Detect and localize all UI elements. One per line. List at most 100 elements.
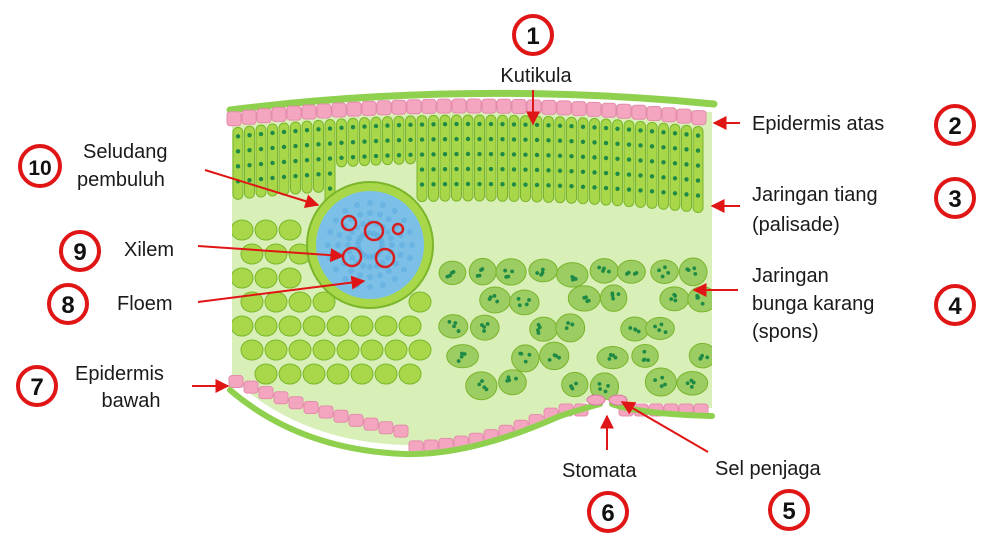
upper-epidermis-cell	[661, 107, 677, 123]
chloroplast	[592, 125, 597, 130]
chloroplast	[488, 166, 494, 172]
chloroplast	[649, 159, 655, 164]
chloroplast	[454, 166, 459, 172]
chloroplast	[663, 382, 667, 387]
svg-text:6: 6	[601, 500, 614, 527]
chloroplast	[419, 122, 425, 127]
phloem-cell	[348, 267, 355, 274]
chloroplast	[592, 170, 597, 175]
lower-epidermis	[227, 375, 715, 458]
phloem-cell	[336, 232, 343, 239]
chloroplast	[419, 137, 425, 142]
svg-text:7: 7	[30, 374, 43, 401]
phloem-cell	[367, 264, 373, 270]
chloroplast	[569, 184, 574, 189]
upper-epidermis-cell	[616, 103, 632, 119]
chloroplast	[506, 375, 511, 380]
chloroplast	[569, 139, 574, 144]
chloroplast	[626, 142, 632, 147]
chloroplast	[659, 384, 664, 389]
phloem-cell	[379, 259, 386, 266]
arrow-seludang	[204, 169, 320, 208]
badge-4: 4	[934, 284, 976, 326]
chloroplast	[527, 352, 532, 357]
phloem-cell	[400, 266, 407, 273]
upper-epidermis-cell	[466, 98, 482, 114]
chloroplast	[684, 162, 689, 167]
chloroplast	[569, 154, 574, 159]
upper-epidermis-cell	[481, 98, 497, 114]
svg-text:8: 8	[61, 292, 74, 319]
upper-epidermis-cell	[541, 99, 557, 115]
chloroplast	[431, 182, 436, 187]
phloem-cell	[376, 211, 383, 218]
chloroplast	[586, 298, 591, 303]
chloroplast	[511, 137, 517, 142]
chloroplast	[510, 269, 515, 274]
chloroplast	[557, 183, 563, 188]
chloroplast	[442, 136, 448, 142]
chloroplast	[523, 167, 528, 172]
palisade-cell	[600, 118, 612, 206]
upper-epidermis-cell	[361, 100, 377, 116]
chloroplast	[270, 175, 275, 181]
chloroplast	[661, 190, 666, 195]
palisade-cell	[623, 120, 635, 208]
phloem-cell	[391, 275, 398, 282]
svg-text:5: 5	[782, 498, 795, 525]
chloroplast	[495, 299, 500, 304]
chloroplast	[453, 321, 458, 325]
chloroplast	[442, 166, 448, 172]
upper-epidermis-cell	[286, 105, 302, 121]
chloroplast	[597, 381, 602, 386]
upper-epidermis-cell	[391, 99, 407, 115]
chloroplast	[636, 329, 641, 334]
chloroplast	[507, 378, 512, 383]
upper-epidermis-cell	[436, 98, 452, 114]
spongy-cell	[465, 371, 498, 401]
phloem-cell	[389, 242, 395, 248]
phloem-cell	[406, 229, 413, 236]
upper-epidermis-cell	[601, 102, 617, 118]
chloroplast	[465, 121, 471, 127]
chloroplast	[661, 175, 666, 180]
upper-epidermis-cell	[346, 101, 362, 117]
chloroplast	[608, 353, 613, 357]
chloroplast	[580, 169, 586, 174]
chloroplast	[705, 355, 710, 360]
label-pembuluh: pembuluh	[77, 169, 165, 191]
upper-epidermis-cell	[241, 109, 257, 125]
phloem-cell	[357, 272, 364, 279]
chloroplast	[660, 375, 665, 380]
spongy-cell	[511, 344, 540, 373]
chloroplast	[615, 171, 620, 176]
chloroplast	[534, 167, 540, 173]
phloem-cell	[333, 217, 340, 224]
chloroplast	[672, 146, 678, 151]
chloroplast	[660, 274, 665, 279]
chloroplast	[638, 143, 643, 148]
ground-cell	[384, 339, 408, 361]
chloroplast	[649, 144, 655, 149]
lower-epidermis-cell	[303, 400, 319, 414]
chloroplast	[431, 122, 436, 127]
upper-epidermis-cell	[376, 100, 392, 116]
ground-cell	[336, 339, 360, 361]
chloroplast	[663, 330, 668, 335]
palisade-cell	[428, 114, 439, 202]
chloroplast	[477, 181, 482, 187]
chloroplast	[258, 131, 264, 137]
chloroplast	[557, 153, 563, 158]
chloroplast	[657, 328, 662, 333]
phloem-cell	[325, 242, 331, 248]
chloroplast	[270, 130, 275, 136]
svg-text:2: 2	[948, 113, 961, 140]
chloroplast	[477, 382, 482, 387]
badge-10: 10	[18, 144, 62, 188]
chloroplast	[535, 271, 540, 275]
phloem-cell	[346, 235, 353, 242]
chloroplast	[700, 301, 705, 306]
phloem-cell	[345, 242, 351, 248]
chloroplast	[514, 376, 518, 381]
chloroplast	[659, 322, 664, 327]
